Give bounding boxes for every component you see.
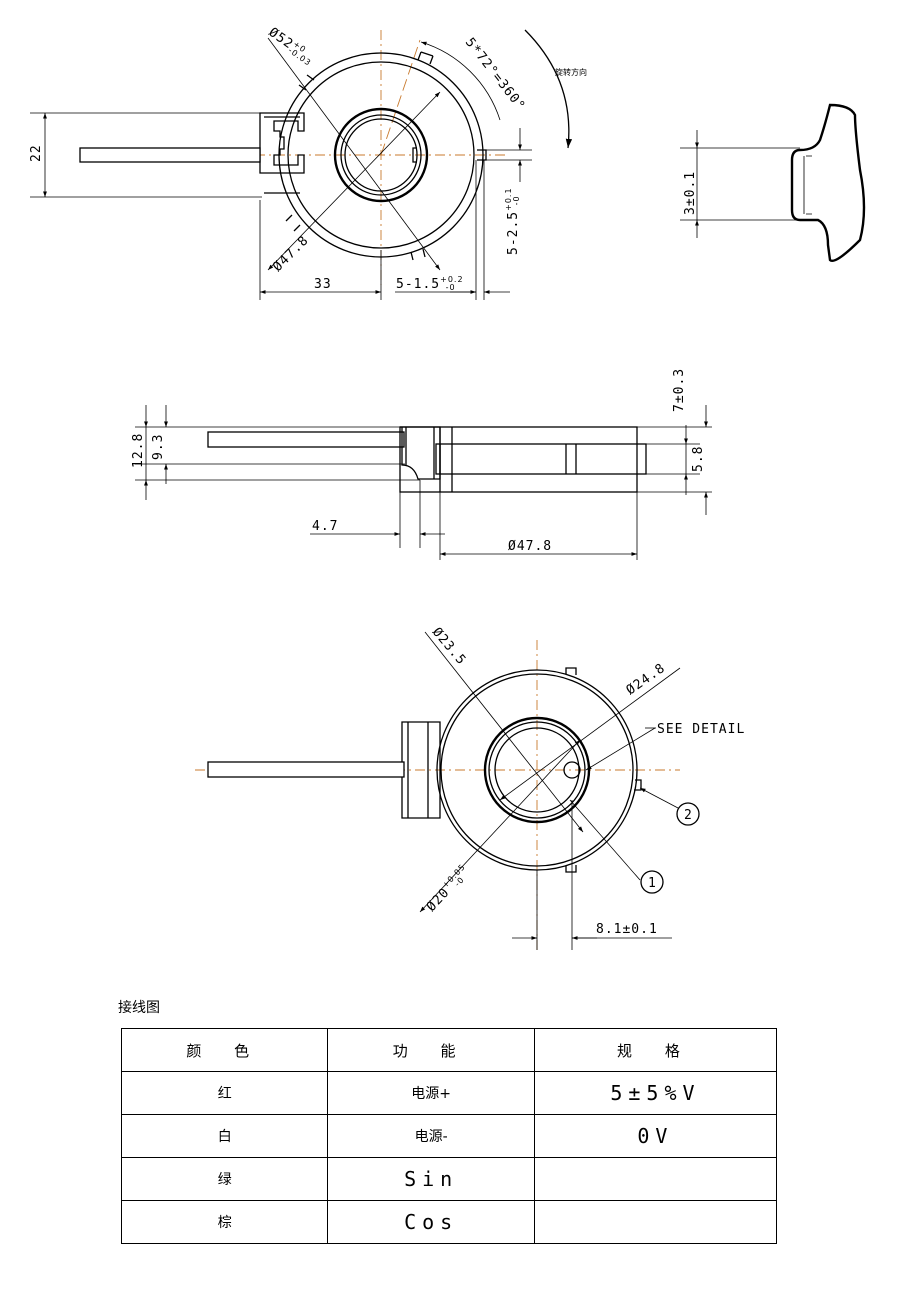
side-view: 12.8 9.3 7±0.3 5.8 4.7 Ø47.8 [131,368,712,560]
see-detail-label: SEE DETAIL [657,722,745,737]
top-view: 22 Ø52+0-0.03 Ø47.8 5*72°=360° 旋转方向 33 5… [29,24,587,300]
cell-spec: 0V [533,1114,778,1158]
header-spec: 规 格 [533,1028,778,1072]
dim-angle: 5*72°=360° [462,35,528,114]
cell-function: 电源+ [327,1071,535,1115]
dim-33: 33 [314,277,332,292]
wiring-table: 颜 色 功 能 规 格 红 电源+ 5±5%V 白 电源- 0V 绿 Sin 棕… [120,1028,778,1244]
dim-dia-47-8: Ø47.8 [270,233,312,275]
cell-function: Cos [327,1200,535,1244]
table-row: 棕 Cos [120,1200,778,1244]
table-header-row: 颜 色 功 能 规 格 [120,1028,778,1072]
cell-spec [533,1157,778,1201]
dim-12-8: 12.8 [131,433,146,468]
cell-function: Sin [327,1157,535,1201]
cell-spec [533,1200,778,1244]
dim-dia-52: Ø52+0-0.03 [265,24,317,68]
dim-5-8: 5.8 [691,446,706,472]
dim-slot-depth: 5-2.5+0.1-0 [504,187,521,255]
cell-color: 棕 [120,1200,329,1244]
callout-2: 2 [684,808,693,823]
dim-3: 3±0.1 [683,171,698,215]
dim-9-3: 9.3 [151,434,166,460]
table-row: 红 电源+ 5±5%V [120,1071,778,1115]
dim-dia-47-8-side: Ø47.8 [508,539,552,554]
table-row: 白 电源- 0V [120,1114,778,1158]
dim-4-7: 4.7 [312,519,338,534]
cell-color: 红 [120,1071,329,1115]
technical-drawing: 22 Ø52+0-0.03 Ø47.8 5*72°=360° 旋转方向 33 5… [29,24,866,950]
callout-1: 1 [648,876,657,891]
cell-color: 白 [120,1114,329,1158]
cell-spec: 5±5%V [533,1071,778,1115]
dim-slot-width: 5-1.5+0.2-0 [396,275,464,292]
dim-22: 22 [29,144,44,162]
profile-detail-view: 3±0.1 [680,103,866,262]
bottom-view: Ø23.5 Ø24.8 Ø20+0.05-0 SEE DETAIL 1 2 8.… [195,625,745,950]
rotation-direction-label: 旋转方向 [555,67,587,77]
header-function: 功 能 [327,1028,535,1072]
cell-color: 绿 [120,1157,329,1201]
header-color: 颜 色 [120,1028,329,1072]
dim-dia-20: Ø20+0.05-0 [422,862,473,915]
dim-7: 7±0.3 [672,368,687,412]
wiring-diagram-title: 接线图 [118,1000,160,1016]
table-row: 绿 Sin [120,1157,778,1201]
dim-8-1: 8.1±0.1 [596,922,658,937]
cell-function: 电源- [327,1114,535,1158]
